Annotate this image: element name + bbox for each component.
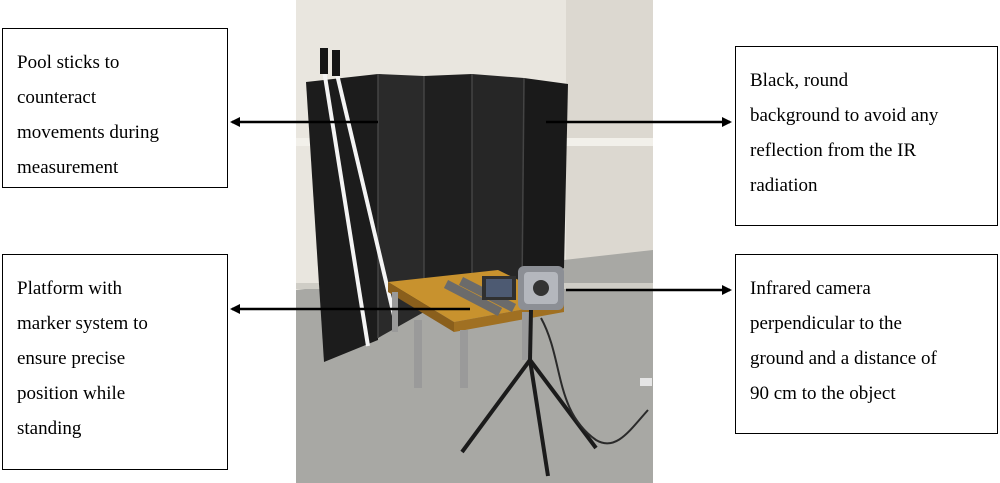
label-pool-sticks: Pool sticks to counteract movements duri… (2, 28, 228, 188)
label-line: Black, round (750, 70, 849, 91)
label-line: position while (17, 383, 126, 404)
label-line: background to avoid any (750, 105, 939, 126)
label-line: ensure precise (17, 348, 126, 369)
label-line: 90 cm to the object (750, 383, 896, 404)
label-camera: Infrared camera perpendicular to the gro… (735, 254, 998, 434)
label-line: radiation (750, 175, 818, 196)
label-line: Infrared camera (750, 278, 871, 299)
label-platform: Platform with marker system to ensure pr… (2, 254, 228, 470)
tripod (460, 309, 649, 477)
label-line: marker system to (17, 313, 148, 334)
label-line: reflection from the IR (750, 140, 917, 161)
label-line: measurement (17, 157, 119, 178)
setup-photo (296, 0, 653, 483)
label-line: perpendicular to the (750, 313, 902, 334)
label-line: standing (17, 418, 82, 439)
label-line: counteract (17, 87, 97, 108)
infrared-camera (518, 266, 564, 310)
label-line: Platform with (17, 278, 123, 299)
marker-stripe (443, 280, 503, 316)
label-background: Black, round background to avoid any ref… (735, 46, 998, 226)
label-line: movements during (17, 122, 159, 143)
pool-sticks (320, 48, 398, 347)
label-line: ground and a distance of (750, 348, 937, 369)
label-line: Pool sticks to (17, 52, 120, 73)
